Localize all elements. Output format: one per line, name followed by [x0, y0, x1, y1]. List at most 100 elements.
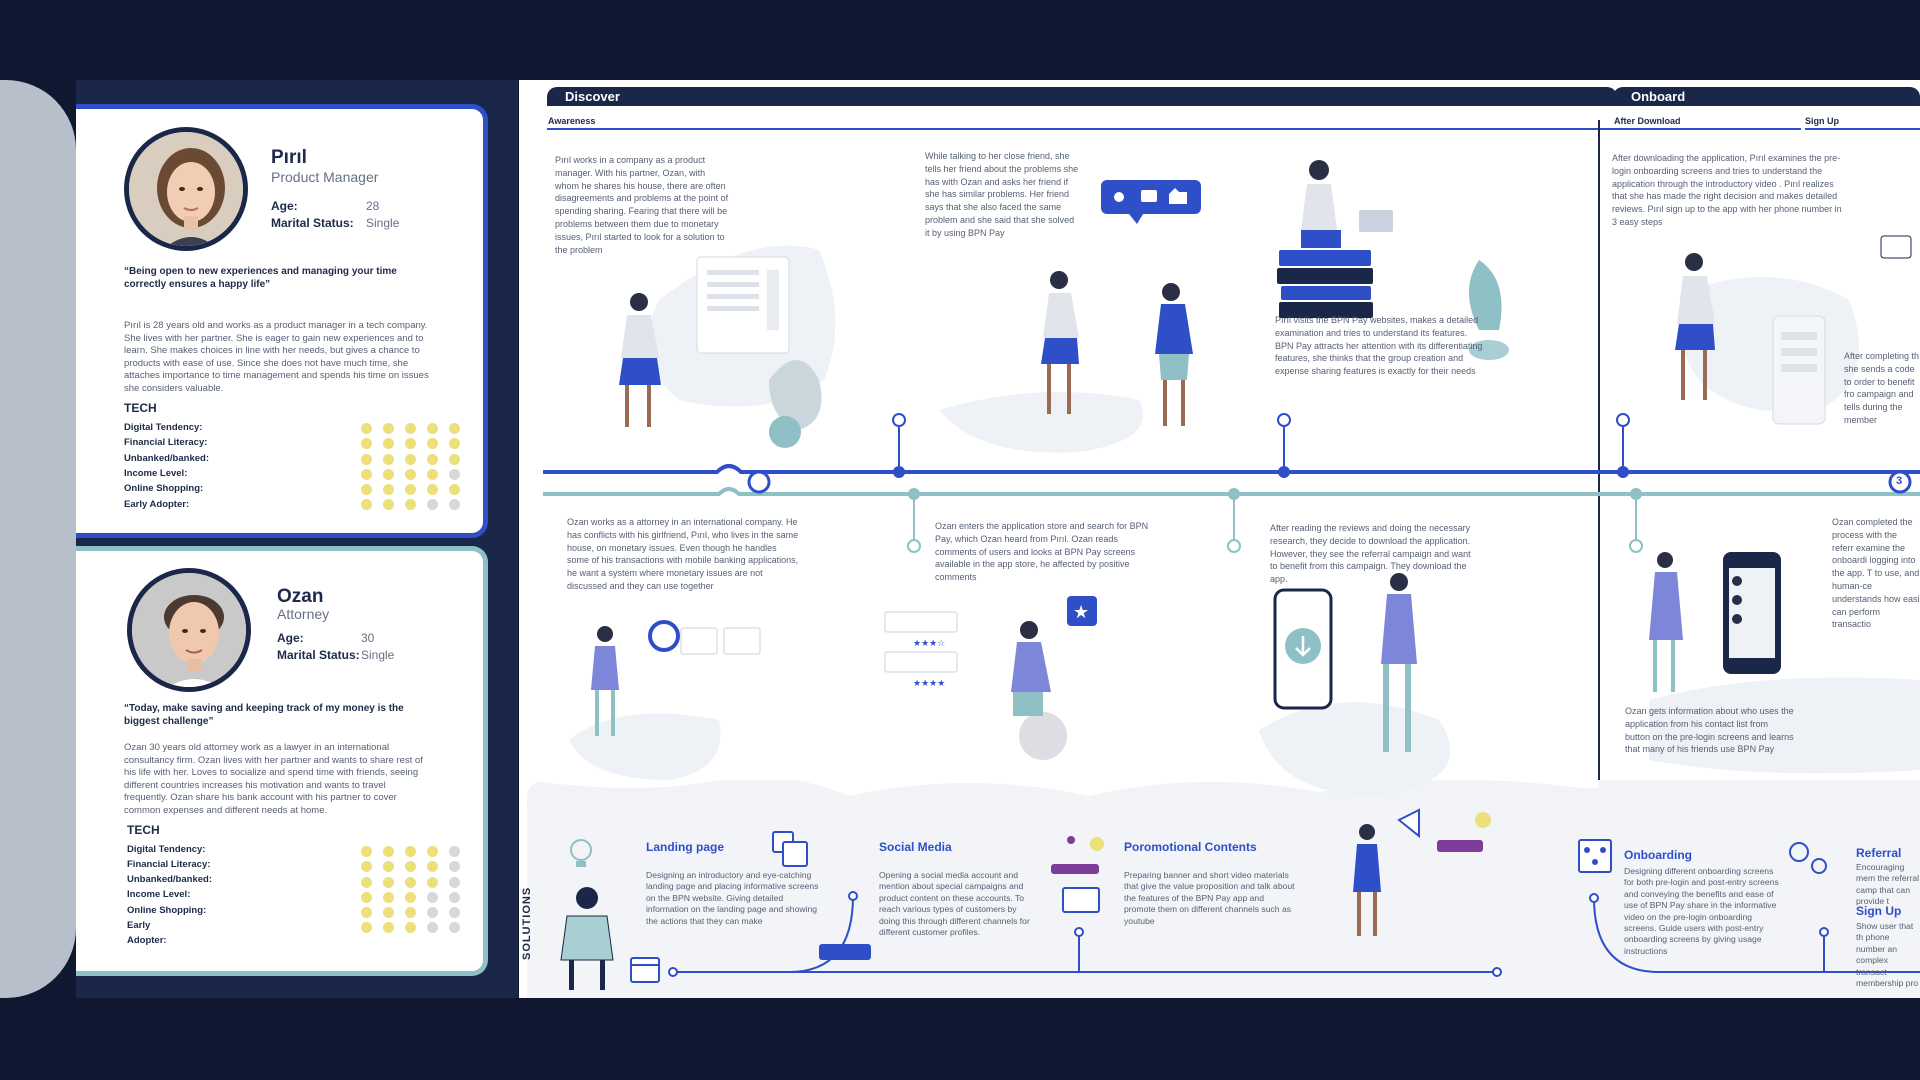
solution-text: Preparing banner and short video materia…	[1124, 870, 1295, 926]
timeline-node	[1617, 466, 1629, 478]
rating-dot	[405, 922, 416, 934]
rating-dot	[427, 423, 438, 434]
side-tab	[0, 80, 76, 998]
solution-text: Designing an introductory and eye-catchi…	[646, 870, 819, 926]
rating-dot	[427, 891, 438, 903]
chat-bubble-icon	[1101, 180, 1201, 224]
rating-dot	[383, 499, 394, 511]
solution-title: Onboarding	[1624, 848, 1692, 862]
rating-dot	[383, 907, 394, 919]
journey-text: After downloading the application, Pırıl…	[1612, 153, 1842, 227]
solution-text: Encouraging mem the referral camp that c…	[1856, 862, 1920, 907]
solution-title: Poromotional Contents	[1124, 840, 1257, 854]
rating-dot	[361, 499, 372, 511]
journey-text: Ozan works as a attorney in an internati…	[567, 517, 799, 591]
rating-dot	[449, 907, 460, 919]
download-phone-icon	[1259, 573, 1451, 796]
rating-dot	[383, 846, 394, 857]
phase-onboard: Onboard	[1613, 87, 1920, 106]
svg-text:★★★☆: ★★★☆	[913, 639, 945, 649]
stage-underline	[547, 128, 1617, 130]
rating-dot	[405, 468, 416, 480]
rating-dot	[361, 453, 372, 465]
journey-text: Ozan gets information about who uses the…	[1625, 706, 1794, 755]
persona-role: Attorney	[277, 606, 330, 622]
svg-text:★: ★	[1073, 602, 1089, 623]
persona-card-piril: Pırıl Product Manager Age: 28 Marital St…	[76, 104, 488, 538]
persona-name: Pırıl	[271, 147, 307, 168]
rating-dot	[383, 891, 394, 903]
promo-banner-icon	[1051, 836, 1104, 913]
solution-text: Opening a social media account and menti…	[879, 870, 1030, 938]
rating-dot	[427, 438, 438, 450]
woman-phone-screens-icon	[1675, 235, 1912, 425]
persona-description: Ozan 30 years old attorney work as a law…	[124, 742, 423, 816]
rating-dot	[405, 846, 416, 857]
age-value: 28	[366, 199, 380, 213]
rating-dot	[361, 922, 372, 934]
trait-label: Early	[127, 920, 151, 931]
tech-title: TECH	[127, 823, 160, 837]
rating-dot	[449, 846, 460, 857]
journey-map: Discover Onboard Awareness After Downloa…	[519, 80, 1920, 998]
bottom-band	[0, 998, 1920, 1080]
rating-dot	[405, 907, 416, 919]
rating-dot	[449, 891, 460, 903]
rating-dot	[405, 876, 416, 888]
rating-dot	[427, 922, 438, 934]
rating-dot	[427, 484, 438, 496]
trait-label: Adopter:	[127, 935, 167, 946]
rating-dot	[427, 846, 438, 857]
rating-dot	[405, 438, 416, 450]
marital-label: Marital Status:	[277, 648, 360, 662]
man-portrait-icon	[132, 573, 246, 687]
age-label: Age:	[277, 631, 304, 645]
stage-after-download: After Download	[1614, 116, 1681, 126]
solution-text: Designing different onboarding screens f…	[1624, 866, 1779, 956]
trait-rating-dots	[361, 846, 460, 934]
journey-illustrations: ★★★☆ ★★★★ ★	[527, 160, 1920, 998]
friends-talking-icon	[769, 271, 1193, 448]
journey-text: After completing th she sends a code to …	[1844, 351, 1920, 425]
rating-dot	[449, 453, 460, 465]
trait-label: Digital Tendency:	[127, 844, 206, 855]
marital-value: Single	[366, 216, 400, 230]
trait-label: Digital Tendency:	[124, 422, 203, 433]
persona-role: Product Manager	[271, 169, 379, 185]
rating-dot	[383, 438, 394, 450]
solution-title: Social Media	[879, 840, 952, 854]
solution-title: Sign Up	[1856, 904, 1902, 918]
trait-label: Unbanked/banked:	[127, 874, 212, 885]
contact-list-phone-icon	[1649, 552, 1920, 774]
rating-dot	[449, 438, 460, 450]
books-laptop-icon	[1277, 160, 1509, 360]
journey-text: While talking to her close friend, she t…	[925, 151, 1079, 238]
social-buttons-icon	[819, 944, 871, 960]
rating-dot	[449, 922, 460, 934]
solutions-label: SOLUTIONS	[521, 886, 533, 960]
svg-text:★★★★: ★★★★	[913, 679, 945, 689]
rating-dot	[383, 861, 394, 873]
rating-dot	[361, 861, 372, 873]
rating-dot	[427, 453, 438, 465]
trait-label: Financial Literacy:	[124, 437, 208, 448]
rating-dot	[427, 907, 438, 919]
phase-divider	[1598, 120, 1600, 890]
rating-dot	[383, 468, 394, 480]
woman-portrait-icon	[129, 132, 243, 246]
rating-dot	[361, 438, 372, 450]
trait-label: Online Shopping:	[127, 905, 207, 916]
persona-card-ozan: Ozan Attorney Age: 30 Marital Status: Si…	[76, 546, 488, 976]
stage-sign-up: Sign Up	[1805, 116, 1839, 126]
onboarding-users-icon	[1578, 839, 1612, 873]
rating-dot	[449, 861, 460, 873]
rating-dot	[383, 484, 394, 496]
rating-dot	[449, 499, 460, 511]
rating-dot	[427, 876, 438, 888]
trait-label: Early Adopter:	[124, 499, 190, 510]
rating-dot	[361, 846, 372, 857]
rating-dot	[449, 484, 460, 496]
avatar-ozan	[127, 568, 251, 692]
stage-underline	[1613, 128, 1801, 130]
social-media-icon	[772, 831, 808, 867]
